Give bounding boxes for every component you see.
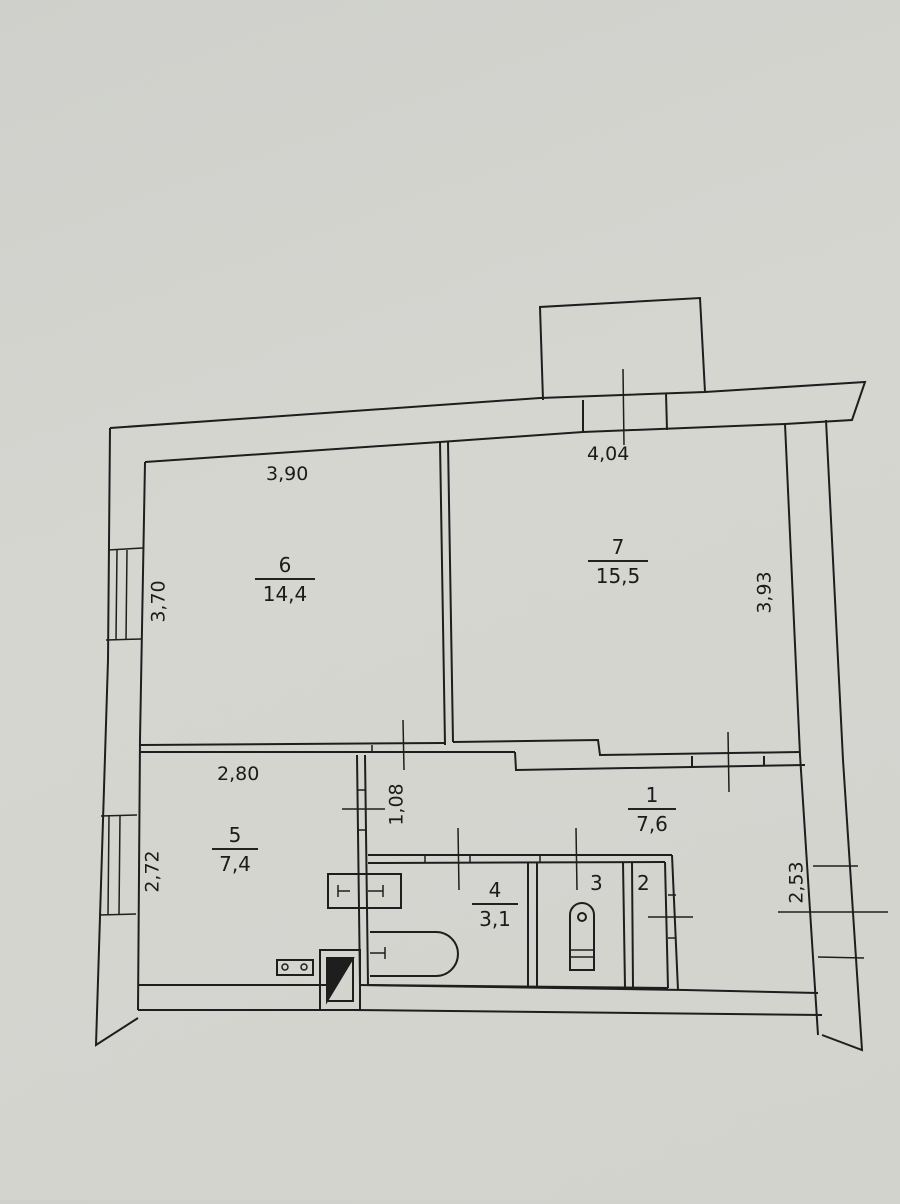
- boiler-icon: [319, 949, 361, 1011]
- fraction-bar: [212, 848, 258, 850]
- room-6-area: 14,4: [262, 582, 308, 606]
- room-6-number: 6: [278, 553, 292, 577]
- room-4-number: 4: [488, 878, 502, 902]
- room-5-number: 5: [228, 823, 242, 847]
- dim-room5-width: 2,80: [217, 763, 260, 785]
- fraction-bar: [255, 578, 315, 580]
- window-left-bottom: [98, 814, 138, 916]
- room-4-label: 4 3,1: [472, 880, 518, 929]
- room-7-number: 7: [611, 535, 625, 559]
- dim-room6-height: 3,70: [147, 580, 170, 623]
- dim-corridor-width: 1,08: [385, 783, 408, 826]
- room-5-area: 7,4: [219, 852, 251, 876]
- room-7-label: 7 15,5: [588, 537, 648, 586]
- exterior-walls: [94, 380, 867, 1052]
- balcony: [538, 296, 706, 446]
- dim-room7-width: 4,04: [587, 443, 630, 465]
- room-2-number: 2: [637, 871, 650, 895]
- room-6-label: 6 14,4: [255, 555, 315, 604]
- room-1-number: 1: [645, 783, 659, 807]
- dim-room6-width: 3,90: [266, 463, 309, 485]
- stove-icon: [276, 959, 314, 976]
- dim-room7-height: 3,93: [753, 571, 776, 614]
- room-4-area: 3,1: [479, 907, 511, 931]
- interior-walls: [139, 441, 806, 991]
- sink-icon: [327, 873, 402, 909]
- bathtub-icon: [370, 931, 459, 977]
- window-left-top: [105, 547, 144, 641]
- toilet-icon: [569, 902, 595, 971]
- fraction-bar: [628, 808, 676, 810]
- room-3-number: 3: [590, 871, 603, 895]
- window-right: [778, 865, 888, 959]
- room-1-area: 7,6: [636, 812, 668, 836]
- dim-room5-height: 2,72: [141, 850, 164, 893]
- room-5-label: 5 7,4: [212, 825, 258, 874]
- dim-room1-height: 2,53: [785, 861, 808, 904]
- room-1-label: 1 7,6: [628, 785, 676, 834]
- fraction-bar: [472, 903, 518, 905]
- fraction-bar: [588, 560, 648, 562]
- room-7-area: 15,5: [595, 564, 641, 588]
